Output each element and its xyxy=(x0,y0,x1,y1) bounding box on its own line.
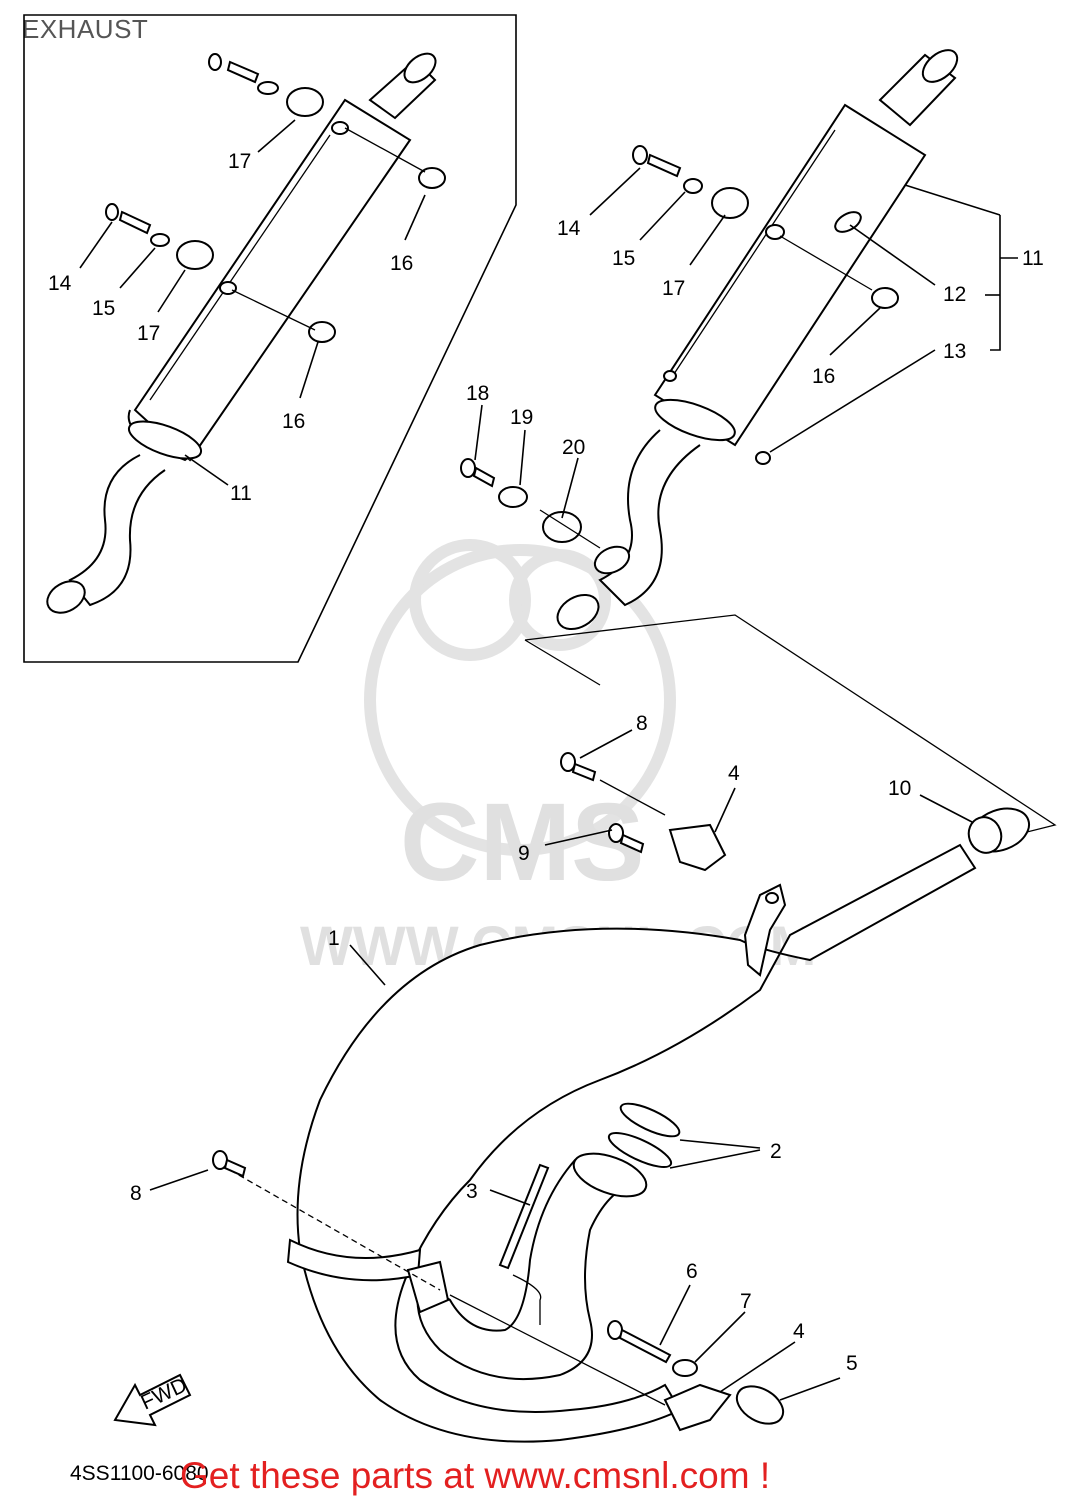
callout-3: 3 xyxy=(466,1180,478,1203)
callout-9: 9 xyxy=(518,842,530,865)
page-title: EXHAUST xyxy=(22,14,149,44)
callout-17: 17 xyxy=(228,150,251,173)
callout-1: 1 xyxy=(328,927,340,950)
callout-8: 8 xyxy=(130,1182,142,1205)
callout-13: 13 xyxy=(943,340,966,363)
callout-11: 11 xyxy=(230,482,252,505)
callout-19: 19 xyxy=(510,406,533,429)
watermark-logo: CMS WWW.CMSNL.COM xyxy=(300,539,816,977)
callout-4: 4 xyxy=(728,762,740,785)
callout-15: 15 xyxy=(92,297,115,320)
small-parts xyxy=(212,752,785,1432)
callout-leaders xyxy=(79,119,1018,1401)
callout-6: 6 xyxy=(686,1260,698,1283)
callout-15: 15 xyxy=(612,247,635,270)
exhaust-pipe-part-1 xyxy=(286,807,1031,1443)
muffler-part-11 xyxy=(460,49,959,631)
fwd-arrow-icon: FWD xyxy=(113,1373,192,1427)
inset-frame xyxy=(23,14,517,663)
callout-16: 16 xyxy=(390,252,413,275)
diagram-code: 4SS1100-6080 xyxy=(70,1462,209,1485)
callout-12: 12 xyxy=(943,283,966,306)
callout-18: 18 xyxy=(466,382,489,405)
callout-20: 20 xyxy=(562,436,585,459)
callout-17: 17 xyxy=(662,277,685,300)
callout-7: 7 xyxy=(740,1290,752,1313)
callout-17: 17 xyxy=(137,322,160,345)
callout-8: 8 xyxy=(636,712,648,735)
callout-14: 14 xyxy=(557,217,581,240)
inset-muffler-part-11 xyxy=(46,52,446,614)
callout-16: 16 xyxy=(282,410,305,433)
callout-4: 4 xyxy=(793,1320,805,1343)
callout-10: 10 xyxy=(888,777,911,800)
callout-11: 11 xyxy=(1022,247,1044,270)
callout-14: 14 xyxy=(48,272,72,295)
callout-16: 16 xyxy=(812,365,835,388)
callout-labels: 17 16 14 15 17 16 11 14 15 17 16 11 12 1… xyxy=(48,150,1044,1375)
cta-link[interactable]: Get these parts at www.cmsnl.com ! xyxy=(180,1455,771,1496)
callout-2: 2 xyxy=(770,1140,782,1163)
watermark-logo-text: CMS xyxy=(400,781,644,904)
callout-5: 5 xyxy=(846,1352,858,1375)
